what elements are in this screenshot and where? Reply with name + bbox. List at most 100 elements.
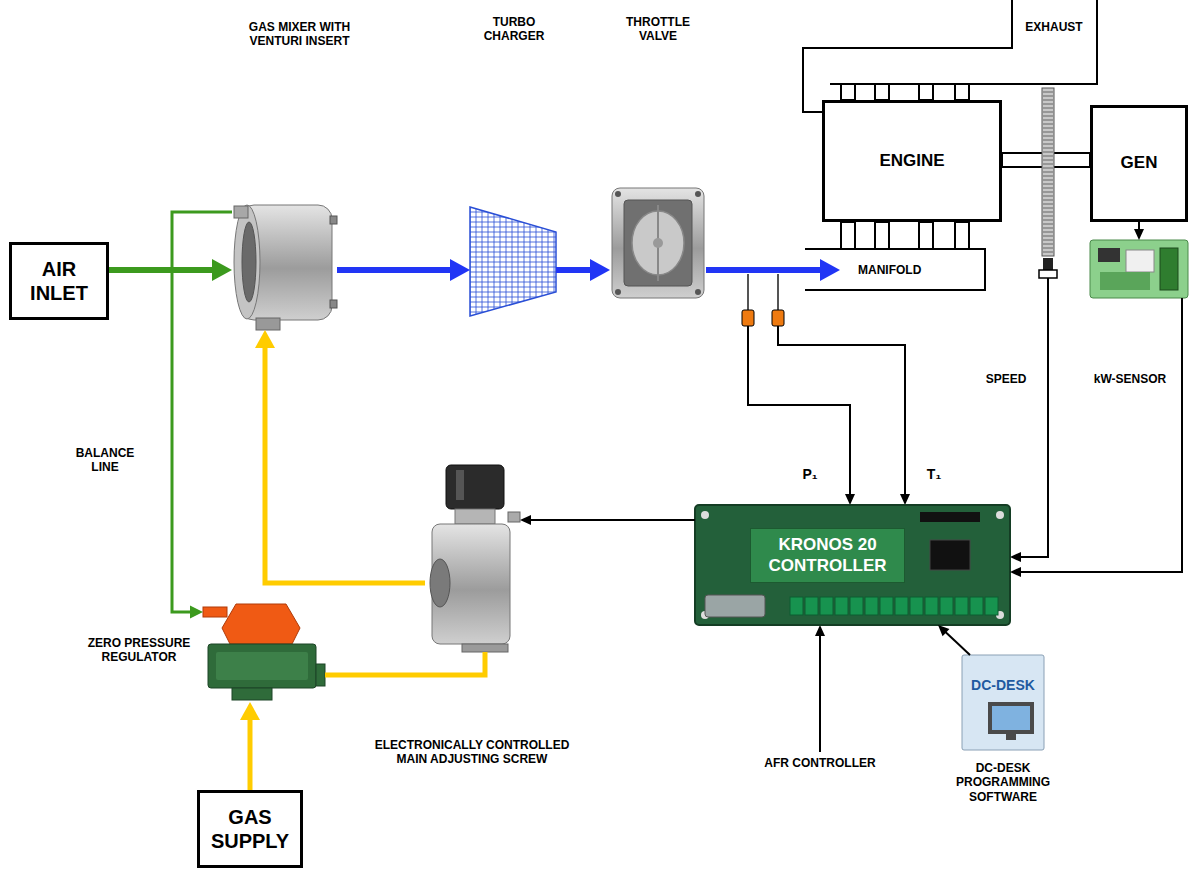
flywheel-tooth <box>1043 216 1053 217</box>
bolt-hole <box>615 191 621 197</box>
terminal <box>805 597 818 615</box>
motor-detail <box>456 470 464 500</box>
gas-inlet-port <box>256 318 280 330</box>
zero-pressure-regulator: ZERO PRESSURE REGULATOR <box>203 600 325 702</box>
arrowhead <box>1010 552 1021 562</box>
terminal <box>895 597 908 615</box>
manifold: MANIFOLD <box>840 251 983 289</box>
balance-port <box>203 607 227 617</box>
intake-runner <box>875 222 889 249</box>
throttle-hub <box>653 238 663 248</box>
terminal <box>970 597 983 615</box>
terminal-block <box>1160 248 1178 290</box>
grid-line <box>470 222 556 223</box>
component-caption: TURBO CHARGER <box>475 15 553 44</box>
flywheel-tooth <box>1043 192 1053 193</box>
regulator-panel <box>216 652 308 680</box>
generator-box: GEN <box>1090 105 1188 222</box>
inlet-stub <box>232 688 272 700</box>
controller-board: KRONOS 20 CONTROLLER <box>695 505 1010 625</box>
flywheel-tooth <box>1043 116 1053 117</box>
arrowhead <box>820 259 840 281</box>
gas-flow-arrow <box>255 330 425 583</box>
arrowhead <box>190 606 203 619</box>
valve-port <box>430 559 450 607</box>
grid-line <box>470 252 556 253</box>
grid-line <box>470 272 556 273</box>
box-label: GAS SUPPLY <box>204 805 296 853</box>
balance-port <box>234 206 248 218</box>
mixture-flow-arrow <box>556 259 610 281</box>
flywheel-tooth <box>1043 172 1053 173</box>
arrowhead <box>938 625 949 636</box>
grid-line <box>476 207 477 316</box>
line-label: BALANCE LINE <box>68 446 142 475</box>
part-label: MANIFOLD <box>840 263 921 277</box>
grid-line <box>470 297 556 298</box>
chip <box>1098 248 1120 262</box>
grid-line <box>536 207 537 316</box>
turbo-ground <box>470 207 556 316</box>
valve-outlet <box>462 644 508 652</box>
grid-line <box>470 247 556 248</box>
exhaust-pipe <box>830 0 1097 84</box>
flywheel-tooth <box>1043 112 1053 113</box>
temperature-sensor <box>772 310 784 326</box>
exhaust-runner <box>955 84 969 100</box>
grid-line <box>470 227 556 228</box>
gas-line <box>325 652 485 675</box>
valve-neck <box>455 509 495 524</box>
exhaust-pipe <box>803 0 1012 112</box>
arrowhead <box>1134 229 1144 240</box>
turbo-grid <box>470 207 556 316</box>
sensor-stem <box>777 274 779 310</box>
mixer-flange <box>234 205 260 319</box>
grid-line <box>548 207 549 316</box>
terminal <box>985 597 998 615</box>
grid-line <box>470 207 556 208</box>
component-caption: THROTTLE VALVE <box>617 15 699 44</box>
signal-name: T₁ <box>920 466 948 483</box>
flywheel-tooth <box>1043 148 1053 149</box>
arrowhead <box>900 494 910 505</box>
terminal <box>865 597 878 615</box>
chip <box>930 540 970 570</box>
signal-wire <box>1019 278 1048 557</box>
terminal <box>955 597 968 615</box>
adjusting-screw-valve: ELECTRONICALLY CONTROLLED MAIN ADJUSTING… <box>425 462 520 652</box>
turbo-outline <box>470 207 556 316</box>
sub-d-connector <box>705 595 765 617</box>
flywheel-tooth <box>1043 124 1053 125</box>
grid-line <box>488 207 489 316</box>
grid-line <box>482 207 483 316</box>
mounting-hole <box>701 511 709 519</box>
flywheel-tooth <box>1043 236 1053 237</box>
grid-line <box>470 277 556 278</box>
grid-line <box>554 207 555 316</box>
signal-name: SPEED <box>975 372 1037 386</box>
sensor-board <box>1090 240 1188 298</box>
monitor <box>988 702 1034 734</box>
flow-label: EXHAUST <box>1020 20 1088 34</box>
pin-header <box>920 512 980 522</box>
component-caption: kW-SENSOR <box>1088 372 1172 386</box>
actuator-motor <box>446 465 504 509</box>
grid-line <box>470 262 556 263</box>
venturi-throat <box>242 222 256 302</box>
grid-line <box>470 232 556 233</box>
grid-line <box>470 237 556 238</box>
grid-line <box>470 292 556 293</box>
grid-line <box>494 207 495 316</box>
flywheel-tooth <box>1043 180 1053 181</box>
grid-line <box>470 217 556 218</box>
terminal <box>940 597 953 615</box>
flywheel-tooth <box>1043 224 1053 225</box>
signal-arrow <box>1019 298 1182 572</box>
box-label: GEN <box>1121 153 1158 173</box>
balance-line <box>172 212 232 619</box>
flywheel-tooth <box>1043 108 1053 109</box>
arrowhead <box>845 494 855 505</box>
supply-box: GAS SUPPLY <box>197 790 303 868</box>
